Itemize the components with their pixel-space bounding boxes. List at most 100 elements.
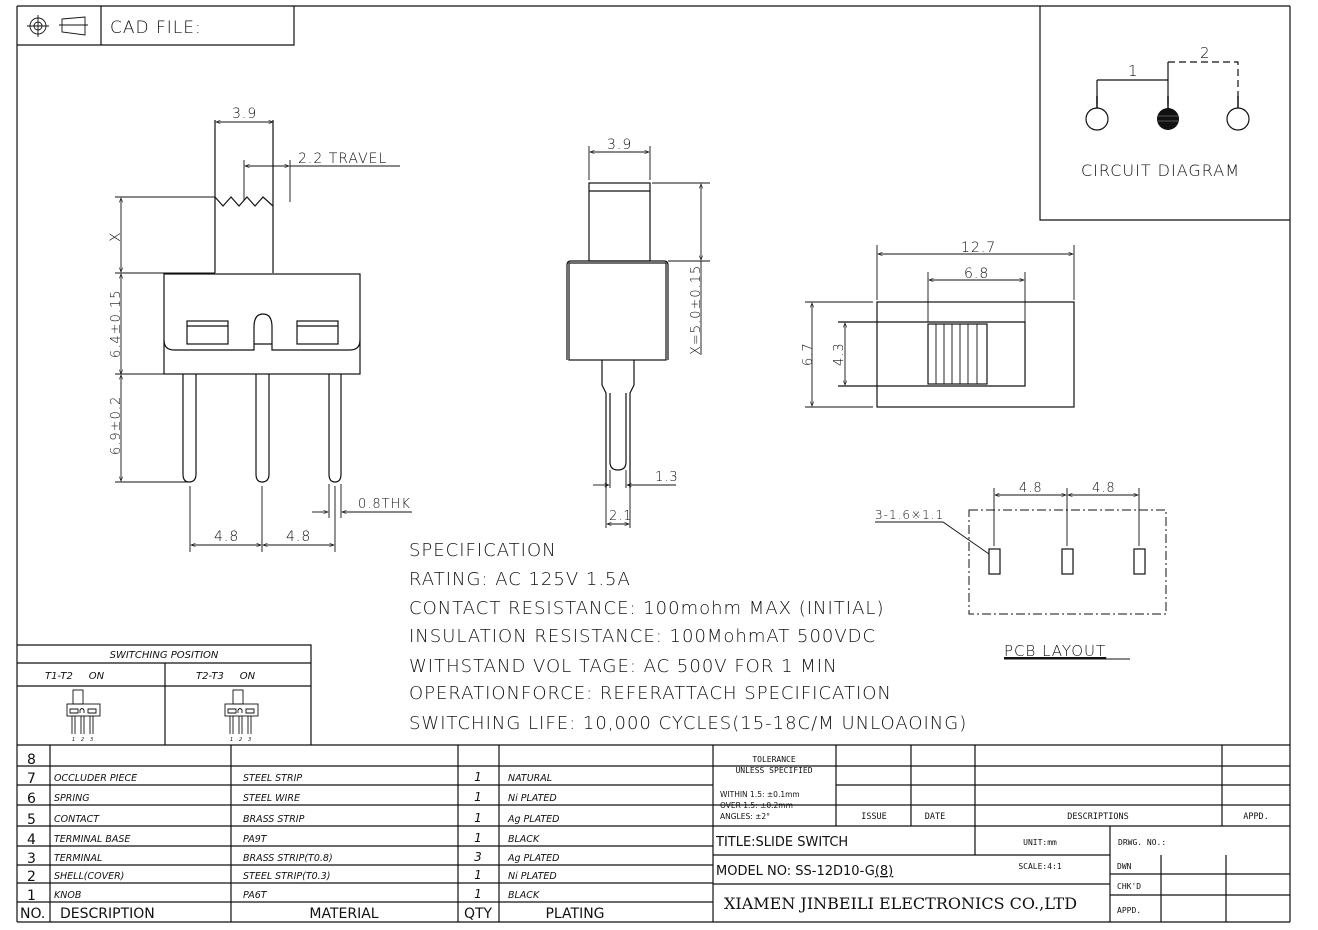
bom-row: 8: [27, 752, 36, 768]
pcb-hole-3: [1133, 548, 1146, 575]
bom-cell-plating: Ni PLATED: [508, 793, 557, 804]
spec-line: SWITCHING LIFE: 10,000 CYCLES(15-18C/M U…: [409, 713, 967, 734]
bom-cell-description: TERMINAL: [54, 853, 102, 864]
chkd-label: CHK'D: [1117, 882, 1141, 891]
bom-cell-qty: 1: [474, 811, 482, 825]
bom-cell-description: KNOB: [54, 890, 81, 901]
bom-cell-no: 6: [27, 791, 36, 807]
side-view: 3.9 X=5.0±0.15 1.3 2.1: [566, 137, 710, 528]
bom-cell-plating: BLACK: [508, 890, 540, 901]
bom-cell-material: STEEL STRIP(T0.3): [243, 871, 330, 882]
descriptions-header: DESCRIPTIONS: [1067, 812, 1128, 822]
bom-header-qty: QTY: [464, 906, 493, 922]
issue-header: ISSUE: [861, 812, 887, 822]
terminal-3: [1226, 107, 1250, 131]
bom-cell-description: OCCLUDER PIECE: [54, 773, 137, 784]
drawing-title: TITLE:SLIDE SWITCH: [715, 835, 848, 850]
spec-line: OPERATIONFORCE: REFERATTACH SPECIFICATIO…: [409, 683, 892, 704]
bom-cell-no: 2: [27, 869, 36, 885]
circuit-diagram: 1 2 CIRCUIT DIAGRAM: [1039, 6, 1290, 221]
bom-header-material: MATERIAL: [309, 906, 378, 922]
tolerance-line-2: OVER 1.5: ±0.2mm: [720, 801, 793, 810]
position-2-label: 2: [1200, 44, 1211, 62]
bom-cell-no: 5: [27, 812, 36, 828]
tolerance-line-1: WITHIN 1.5: ±0.1mm: [720, 790, 800, 799]
bom-cell-description: SPRING: [54, 793, 90, 804]
sheet-border: [16, 5, 1291, 923]
appd-label: APPD.: [1117, 906, 1141, 915]
pcb-hole-2: [1061, 548, 1074, 575]
bom-cell-material: PA6T: [243, 890, 268, 901]
model-number: MODEL NO: SS-12D10-G(8): [716, 864, 893, 879]
title-block: TOLERANCE UNLESS SPECIFIED WITHIN 1.5: ±…: [713, 745, 1290, 922]
bom-cell-no: 7: [27, 771, 36, 787]
dim-side-x: X=5.0±0.15: [689, 265, 704, 355]
switching-left-label: T1-T2 ON: [45, 671, 105, 682]
switch-icon-t2-t3: 1 2 3: [224, 689, 259, 743]
bom-cell-material: BRASS STRIP: [243, 814, 305, 825]
switching-position-table: SWITCHING POSITION T1-T2 ON T2-T3 ON 1 2…: [17, 644, 312, 745]
dim-pin-inner: 1.3: [655, 470, 679, 485]
svg-text:3: 3: [90, 737, 93, 743]
switching-position-title: SWITCHING POSITION: [110, 650, 219, 661]
bom-cell-description: CONTACT: [54, 814, 100, 825]
bom-cell-qty: 3: [474, 850, 482, 864]
terminal-2-common: [1157, 108, 1179, 130]
dim-top-height: 6.7: [801, 342, 816, 366]
bom-row: 5 CONTACT BRASS STRIP 1 Ag PLATED: [27, 811, 560, 828]
dim-x: X: [108, 231, 124, 242]
spec-line: CONTACT RESISTANCE: 100mohm MAX (INITIAL…: [409, 598, 884, 619]
dim-thickness: 0.8THK: [358, 497, 411, 512]
bom-cell-material: STEEL WIRE: [243, 793, 300, 804]
switch-icon-t1-t2: 1 2 3: [66, 689, 101, 743]
date-header: DATE: [925, 812, 945, 822]
dim-top-length: 12.7: [961, 240, 996, 256]
bom-header-no: NO.: [20, 906, 45, 922]
appd-rev-header: APPD.: [1243, 812, 1269, 822]
bom-cell-qty: 1: [474, 887, 482, 901]
cad-file-box: CAD FILE:: [17, 6, 295, 46]
pcb-hole-1: [988, 548, 1001, 575]
switching-right-label: T2-T3 ON: [196, 671, 256, 682]
unit-label: UNIT:mm: [1023, 838, 1057, 847]
dim-pin-outer: 2.1: [609, 509, 633, 524]
pcb-layout-title: PCB LAYOUT: [1004, 642, 1106, 660]
svg-text:2: 2: [239, 737, 242, 743]
bom-cell-qty: 1: [474, 790, 482, 804]
pcb-pitch-2: 4.8: [1092, 481, 1116, 496]
spec-line: RATING: AC 125V 1.5A: [409, 569, 631, 590]
tolerance-title-1: TOLERANCE: [752, 755, 796, 764]
front-view: 3.9 2.2 TRAVEL X 6.4±0.15 6.9±0.2 4: [108, 106, 412, 552]
tolerance-line-3: ANGLES: ±2°: [720, 812, 770, 821]
tolerance-title-2: UNLESS SPECIFIED: [735, 766, 812, 775]
bom-cell-no: 8: [27, 752, 36, 768]
pcb-layout: 4.8 4.8 3-1.6※1.1 PCB LAYOUT: [875, 481, 1167, 660]
dim-top-slot: 6.8: [964, 266, 989, 282]
bom-row: 6 SPRING STEEL WIRE 1 Ni PLATED: [27, 790, 557, 807]
svg-text:1: 1: [230, 737, 233, 743]
bom-cell-no: 4: [27, 832, 36, 848]
bom-cell-qty: 1: [474, 831, 482, 845]
bom-cell-plating: Ag PLATED: [507, 814, 560, 825]
cad-file-label: CAD FILE:: [110, 18, 202, 38]
top-view: 12.7 6.8 6.7 4.3: [801, 240, 1075, 408]
spec-line: INSULATION RESISTANCE: 100MohmAT 500VDC: [409, 626, 876, 647]
dim-pitch-1: 4.8: [214, 529, 239, 545]
pcb-hole-note: 3-1.6※1.1: [875, 508, 944, 522]
dim-knob-width: 3.9: [232, 106, 257, 122]
spec-title: SPECIFICATION: [409, 540, 557, 561]
third-angle-projection-icon: [27, 15, 88, 37]
bom-header-plating: PLATING: [545, 906, 604, 922]
bom-cell-description: SHELL(COVER): [54, 871, 124, 882]
pcb-pitch-1: 4.8: [1019, 481, 1043, 496]
bom-cell-no: 3: [27, 851, 36, 867]
svg-text:2: 2: [81, 737, 84, 743]
bom-cell-material: PA9T: [243, 834, 268, 845]
